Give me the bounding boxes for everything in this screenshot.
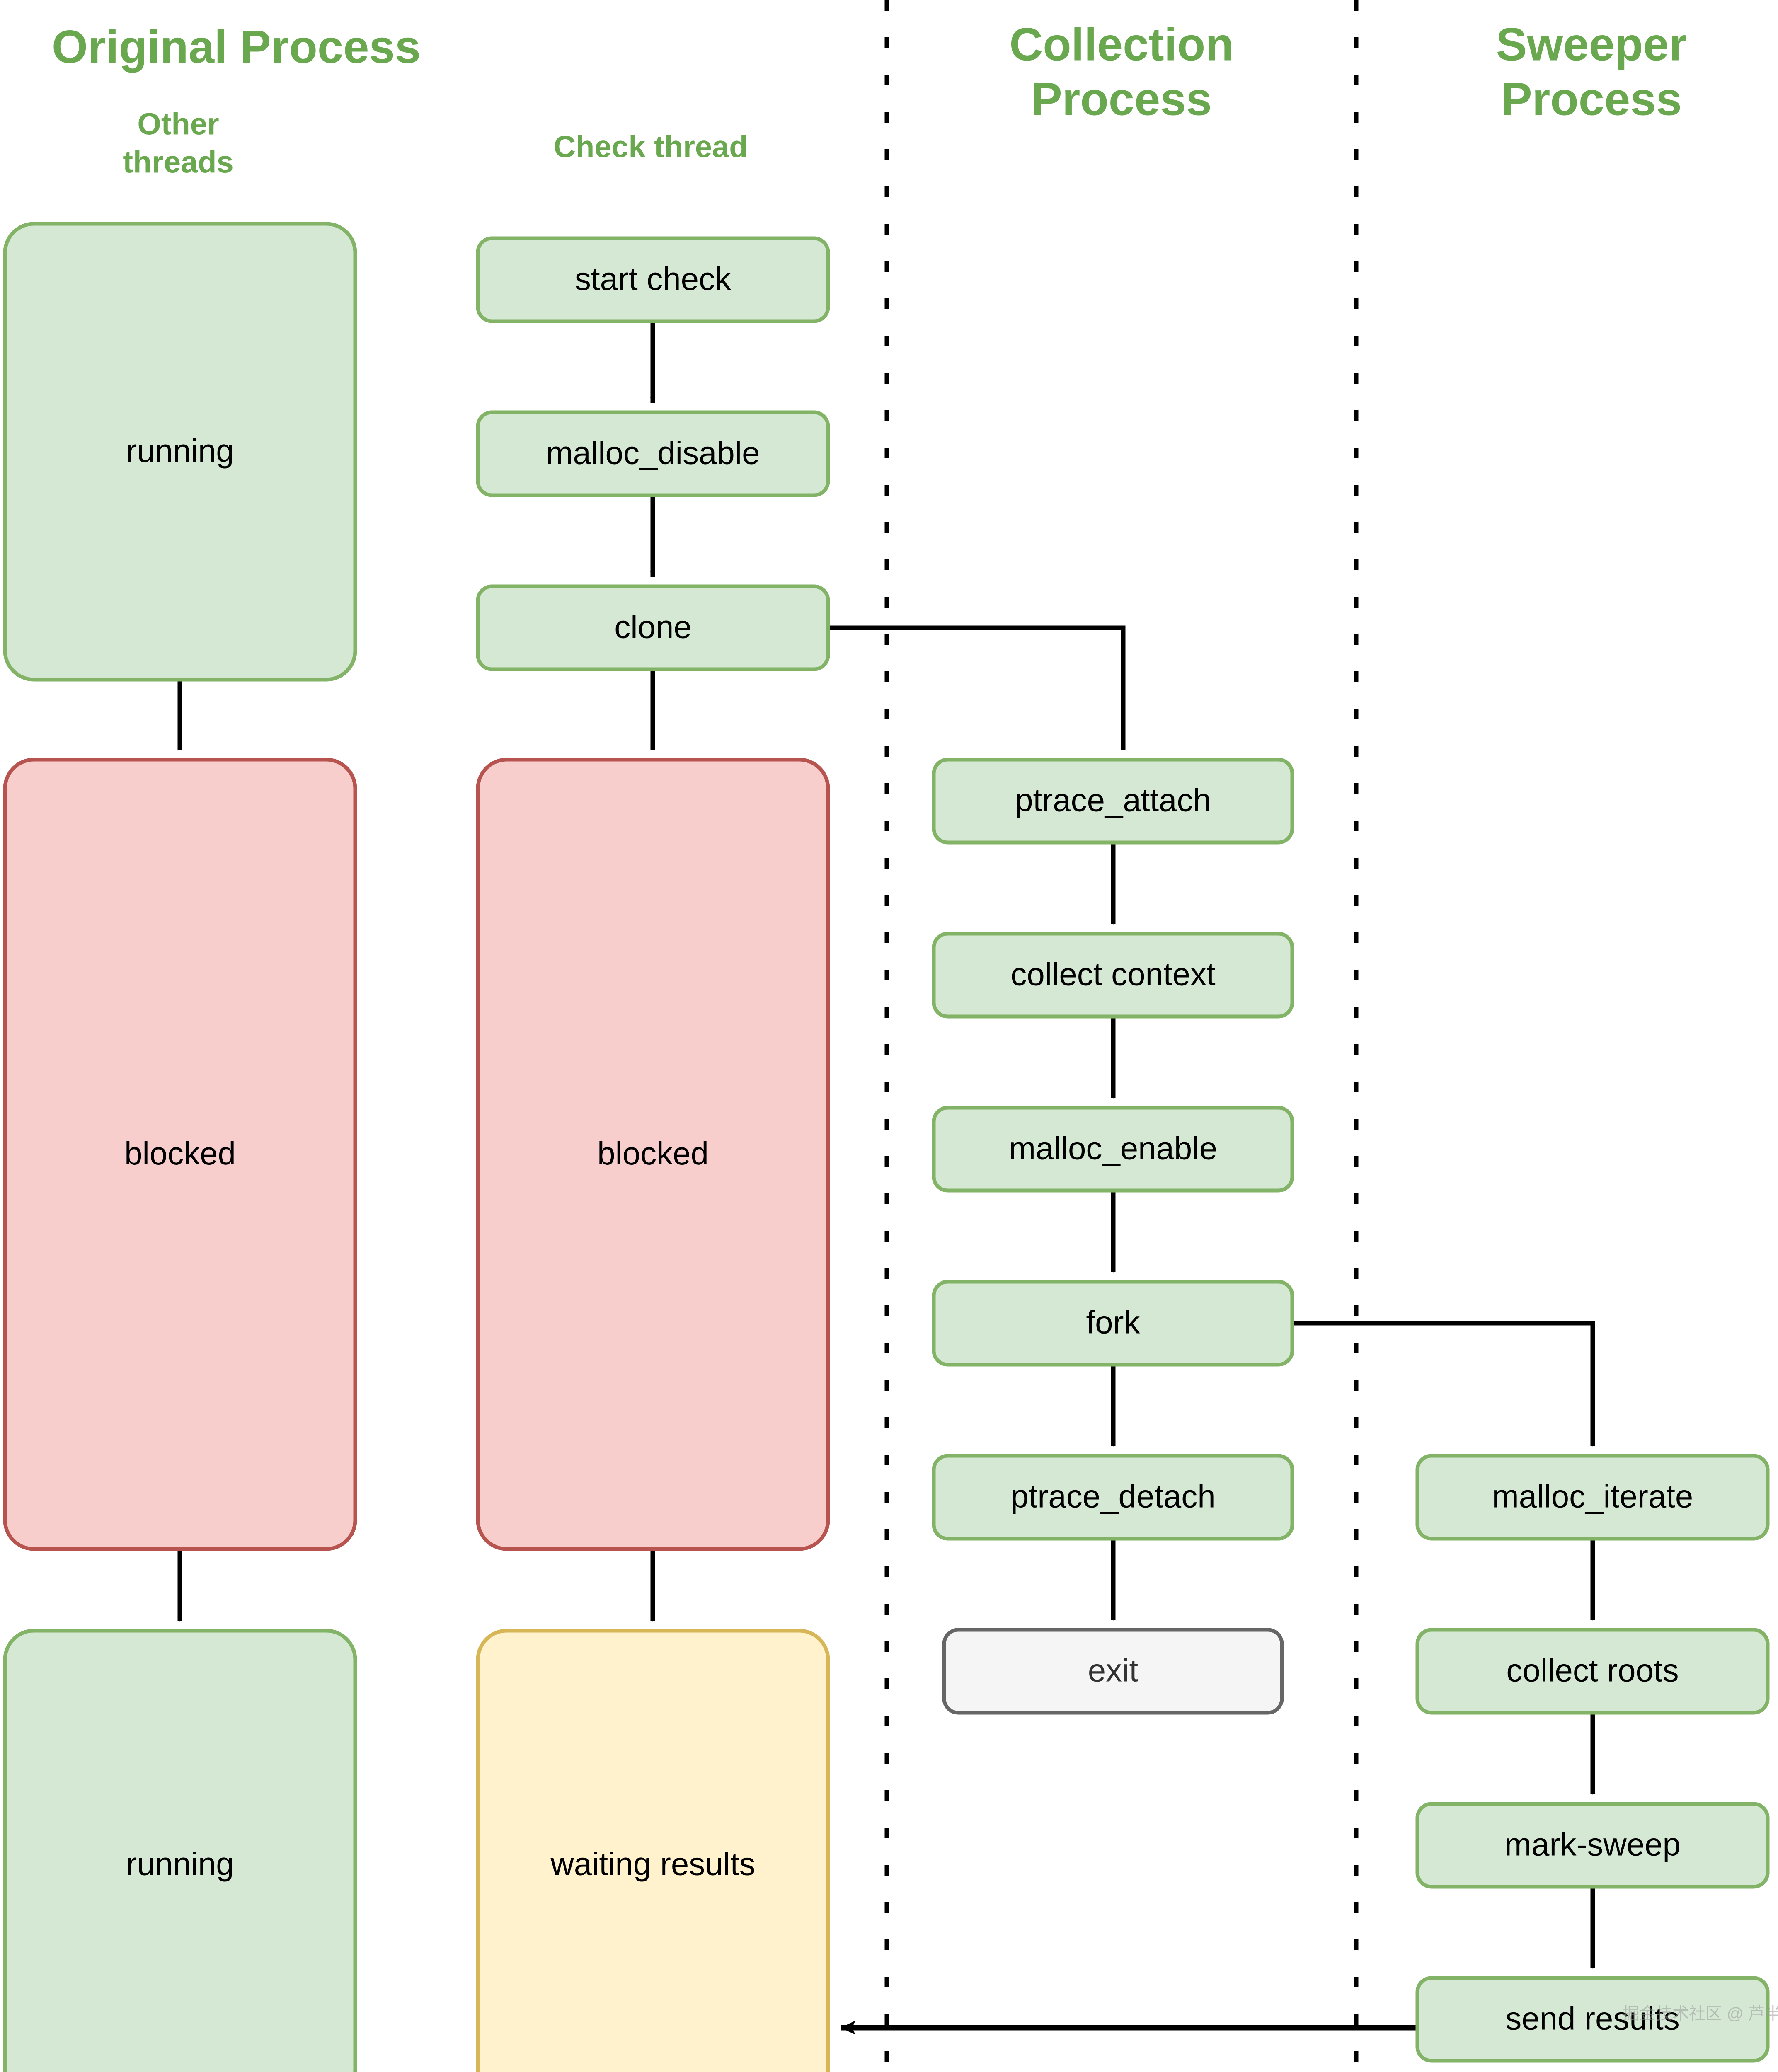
node-shape [476,1629,830,2072]
node-shape [932,1280,1294,1367]
node-label: mark-sweep [1504,1826,1681,1863]
column-title-other-threads: threads [123,145,233,179]
node-mark-sweep[interactable]: mark-sweep [1415,1802,1770,1889]
node-label: start check [575,261,732,297]
node-other-running-top[interactable]: running [3,222,357,682]
node-label: blocked [124,1135,236,1172]
node-label: ptrace_detach [1010,1478,1215,1515]
node-shape [3,222,357,682]
node-label: collect roots [1506,1652,1679,1689]
edge-clone-to-ptraceattach [828,625,1126,750]
watermark: 掘金技术社区 @ 芦半山 [1623,2005,1778,2023]
node-label: running [126,433,234,469]
node-shape [1415,1628,1770,1715]
node-ptrace-attach[interactable]: ptrace_attach [932,758,1294,845]
node-label: malloc_disable [546,435,760,471]
node-other-running-bottom[interactable]: running [3,1629,357,2072]
node-start-check[interactable]: start check [476,236,830,323]
node-malloc-enable[interactable]: malloc_enable [932,1106,1294,1193]
node-shape [1415,1454,1770,1541]
node-waiting-results[interactable]: waiting results [476,1629,830,2072]
node-shape [476,236,830,323]
node-label: running [126,1846,234,1882]
node-label: blocked [597,1135,709,1172]
node-clone[interactable]: clone [476,584,830,671]
node-shape [932,758,1294,845]
node-label: send results [1505,2000,1680,2037]
node-shape [3,1629,357,2072]
node-shape [1415,1976,1770,2063]
lane-title-original: Original Process [52,21,421,73]
node-label: malloc_enable [1009,1130,1217,1167]
node-malloc-iterate[interactable]: malloc_iterate [1415,1454,1770,1541]
node-exit[interactable]: exit [942,1628,1284,1715]
column-title-other-threads: Other [137,107,219,141]
node-shape [932,1454,1294,1541]
node-check-blocked[interactable]: blocked [476,758,830,1551]
lane-title-sweeper: Sweeper [1496,19,1687,70]
node-label: clone [614,609,691,645]
node-label: fork [1086,1304,1140,1341]
node-label: exit [1088,1652,1139,1689]
node-ptrace-detach[interactable]: ptrace_detach [932,1454,1294,1541]
node-shape [476,584,830,671]
node-label: collect context [1010,956,1216,992]
node-shape [1415,1802,1770,1889]
node-collect-context[interactable]: collect context [932,932,1294,1019]
lane-title-collection: Process [1031,73,1212,125]
node-malloc-disable[interactable]: malloc_disable [476,410,830,497]
node-shape [3,758,357,1551]
node-label: waiting results [550,1846,755,1882]
node-shape [476,758,830,1551]
node-collect-roots[interactable]: collect roots [1415,1628,1770,1715]
node-send-results[interactable]: send results [1415,1976,1770,2063]
node-label: malloc_iterate [1492,1478,1693,1515]
node-label: ptrace_attach [1015,782,1211,818]
edge-fork-to-mallociterate [1292,1321,1595,1447]
lane-title-collection: Collection [1009,19,1233,70]
node-shape [476,410,830,497]
column-title-check-thread: Check thread [554,130,748,164]
node-other-blocked[interactable]: blocked [3,758,357,1551]
node-fork[interactable]: fork [932,1280,1294,1367]
node-shape [942,1628,1284,1715]
node-shape [932,1106,1294,1193]
node-shape [932,932,1294,1019]
lane-title-sweeper: Process [1501,73,1682,125]
